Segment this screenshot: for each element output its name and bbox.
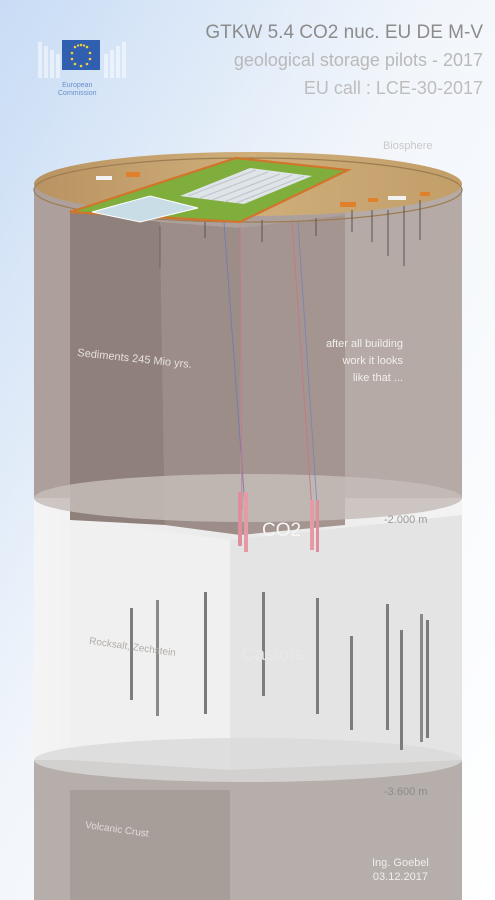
author-name: Ing. Goebel xyxy=(372,857,429,869)
tank-1 xyxy=(96,176,112,180)
sediment-block-right xyxy=(240,215,345,535)
surface-rim xyxy=(33,157,463,223)
castor-string-3 xyxy=(204,592,207,714)
castors-label: Castors xyxy=(242,644,305,664)
castor-string-9 xyxy=(420,614,423,742)
crust-front-block xyxy=(70,790,230,900)
author-date: 03.12.2017 xyxy=(372,871,428,883)
sediment-block-middle xyxy=(160,222,240,535)
hall-line-4 xyxy=(223,174,293,203)
author-block: Ing. Goebel 03.12.2017 xyxy=(372,856,429,884)
co2-string-1 xyxy=(238,492,242,546)
eu-flag-icon xyxy=(38,40,126,78)
eu-logo-caption: European Commission xyxy=(58,82,97,98)
wellpad-right-2 xyxy=(368,198,378,202)
salt-front-face xyxy=(70,520,230,770)
wellpad-right-3 xyxy=(420,192,430,196)
wellpad-left xyxy=(126,172,140,177)
castor-string-7 xyxy=(386,604,389,730)
eu-logo-caption-line2: Commission xyxy=(58,90,97,97)
hall-line-2 xyxy=(199,171,269,199)
construction-note: after all building work it looks like th… xyxy=(325,338,403,384)
co2-string-3 xyxy=(310,500,314,550)
co2-string-4 xyxy=(316,500,319,552)
hall-line-1 xyxy=(187,169,257,197)
tank-2 xyxy=(388,196,406,200)
castor-string-5 xyxy=(316,598,319,714)
hall-line-5 xyxy=(235,175,305,204)
co2-label: CO2 xyxy=(262,520,302,541)
title-line-2: geological storage pilots - 2017 xyxy=(233,50,483,70)
castor-string-4 xyxy=(262,592,265,696)
depth-label-2000: -2.000 m xyxy=(384,514,428,526)
storage-halls xyxy=(180,168,312,204)
borehole-red-2 xyxy=(291,221,313,511)
castor-string-8 xyxy=(400,630,403,750)
wellpad-right-1 xyxy=(340,202,356,207)
co2-string-2 xyxy=(244,492,248,552)
title-line-1: GTKW 5.4 CO2 nuc. EU DE M-V xyxy=(205,22,483,43)
borehole-red-1 xyxy=(239,225,243,511)
eu-logo-caption-line1: European xyxy=(62,82,93,89)
castor-string-6 xyxy=(350,636,353,730)
castor-string-1 xyxy=(130,608,133,700)
borehole-blue xyxy=(223,221,247,521)
castor-string-10 xyxy=(426,620,429,738)
borehole-blue-2 xyxy=(297,221,319,521)
depth-label-3600: -3.600 m xyxy=(384,786,428,798)
castor-string-2 xyxy=(156,600,159,716)
biosphere-label: Biosphere xyxy=(383,140,433,152)
title-line-3: EU call : LCE-30-2017 xyxy=(303,78,483,98)
storage-pond xyxy=(91,195,199,223)
sediment-block-front xyxy=(70,210,165,525)
salt-right-face xyxy=(230,515,462,770)
salt-bottom-disk xyxy=(34,738,462,782)
hall-line-3 xyxy=(211,173,281,201)
